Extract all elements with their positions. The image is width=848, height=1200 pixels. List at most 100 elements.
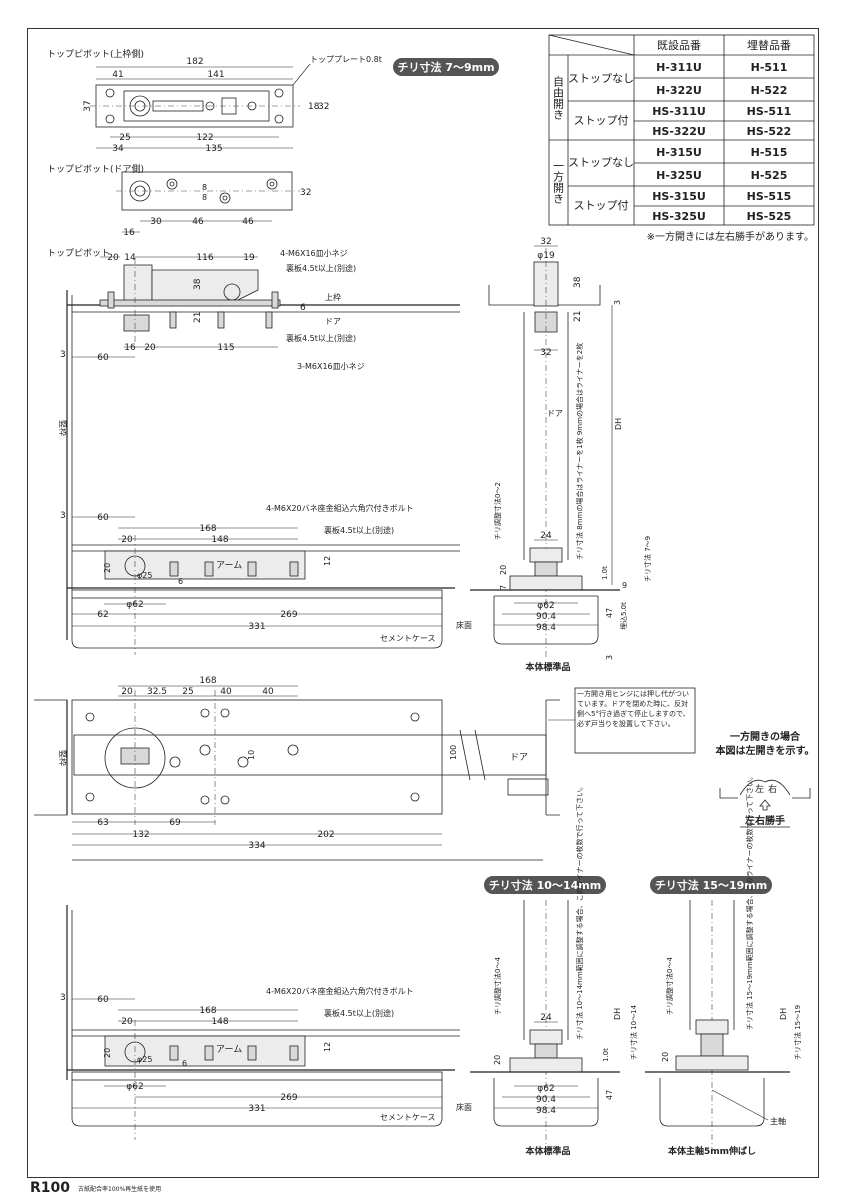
body-standard-caption: 本体標準品 bbox=[525, 661, 570, 673]
svg-text:⁲1.0t: ⁲1.0t bbox=[602, 1048, 610, 1062]
svg-text:⁲100: ⁲100 bbox=[449, 745, 458, 760]
svg-text:セメントケース: セメントケース bbox=[380, 1113, 435, 1122]
svg-text:左: 左 bbox=[755, 783, 764, 795]
table-group-oneway: 一方開き bbox=[552, 160, 565, 204]
svg-text:62: 62 bbox=[97, 610, 108, 620]
svg-text:90.4: 90.4 bbox=[536, 1095, 556, 1105]
svg-text:⁲334: ⁲334 bbox=[248, 841, 265, 851]
backing3-label: 裏板4.5t以上(別途) bbox=[324, 525, 394, 535]
recycle-note: 古紙配合率100%再生紙を使用 bbox=[78, 1185, 161, 1193]
svg-text:98.4: 98.4 bbox=[536, 1106, 556, 1116]
svg-text:⁲132: ⁲132 bbox=[132, 830, 149, 840]
svg-text:16: 16 bbox=[123, 228, 135, 238]
svg-text:チリ寸法 15〜19: チリ寸法 15〜19 bbox=[793, 1005, 802, 1060]
svg-text:135: 135 bbox=[205, 144, 222, 154]
svg-text:20: 20 bbox=[103, 1048, 112, 1058]
svg-text:8: 8 bbox=[202, 193, 207, 202]
svg-text:床面: 床面 bbox=[456, 1102, 472, 1112]
svg-text:φ62: φ62 bbox=[126, 1082, 143, 1092]
svg-text:30: 30 bbox=[150, 217, 162, 227]
svg-text:3: 3 bbox=[605, 655, 614, 660]
jamb-label-plan: 竪枠 bbox=[58, 750, 68, 766]
floor-hinge-section-2: 3 60 168 20 148 20 φ25 12 アーム 6 φ62 269 … bbox=[60, 905, 472, 1140]
top-plate-frame-view: トップピボット(上枠側) ⁲182 41 141 ⁲37 18 32 25 12… bbox=[47, 48, 382, 154]
svg-text:3: 3 bbox=[60, 511, 66, 521]
svg-text:⁲1.0t: ⁲1.0t bbox=[601, 566, 609, 580]
svg-text:148: 148 bbox=[211, 1017, 228, 1027]
svg-text:φ62: φ62 bbox=[537, 1084, 554, 1094]
svg-text:チリ寸法 10〜14mm: チリ寸法 10〜14mm bbox=[489, 878, 601, 892]
svg-text:60: 60 bbox=[97, 353, 109, 363]
svg-text:6: 6 bbox=[178, 577, 183, 586]
svg-text:φ25: φ25 bbox=[137, 571, 152, 580]
side-view-10-14: 24 20 ⁲1.0t φ62 90.4 98.4 47 DH チリ調整寸法0〜… bbox=[470, 783, 638, 1157]
top-plate-door-view: トップピボット(ドア側) 8 8 32 30 46 46 16 bbox=[47, 163, 311, 238]
model-table: 既設品番 埋替品番 自由開き 一方開き ストップなし ストップ付 ストップなし … bbox=[549, 35, 814, 243]
svg-text:269: 269 bbox=[280, 610, 297, 620]
svg-text:34: 34 bbox=[112, 144, 124, 154]
table-cell: HS-311U bbox=[652, 105, 706, 118]
svg-text:チリ寸法 15〜19mm範囲に調整する場合、このライナーの枚: チリ寸法 15〜19mm範囲に調整する場合、このライナーの枚数で行って下さい。 bbox=[745, 773, 754, 1030]
svg-text:21: 21 bbox=[193, 312, 203, 323]
embed-label: 埋込5.0t bbox=[619, 602, 628, 630]
svg-text:46: 46 bbox=[242, 217, 254, 227]
body-extended-caption: 本体主軸5mm伸ばし bbox=[668, 1145, 756, 1157]
svg-text:60: 60 bbox=[97, 995, 109, 1005]
bolt-label: 4-M6X20バネ座金組込六角穴付きボルト bbox=[266, 503, 414, 513]
floor-hinge-section-1: 3 60 168 20 148 20 φ25 12 アーム 6 φ62 62 2… bbox=[60, 503, 472, 655]
svg-text:19: 19 bbox=[243, 253, 255, 263]
liner-note-label: チリ寸法 8mmの場合はライナーを1枚 9mmの場合はライナーを2枚 bbox=[575, 343, 584, 560]
svg-text:一方開きの場合: 一方開きの場合 bbox=[730, 730, 801, 743]
svg-text:21: 21 bbox=[573, 311, 583, 322]
door-label-side: ドア bbox=[547, 409, 563, 418]
svg-text:116: 116 bbox=[196, 253, 213, 263]
svg-text:8: 8 bbox=[202, 183, 207, 192]
svg-text:148: 148 bbox=[211, 535, 228, 545]
main-shaft-label: 主軸 bbox=[770, 1116, 786, 1126]
table-cell: HS-322U bbox=[652, 125, 706, 138]
svg-text:331: 331 bbox=[248, 1104, 265, 1114]
screw4-label: 4-M6X16皿小ネジ bbox=[280, 249, 348, 258]
svg-text:46: 46 bbox=[192, 217, 204, 227]
svg-text:3: 3 bbox=[613, 300, 622, 305]
chiri-adj-label: チリ調整寸法0〜2 bbox=[493, 482, 502, 540]
table-cell: H-525 bbox=[751, 169, 788, 182]
floor-label: 床面 bbox=[456, 620, 472, 630]
side-view-standard: 32 φ19 38 21 32 ドア DH 3 24 20 7 ⁲1.0t 9 … bbox=[470, 237, 652, 673]
svg-text:38: 38 bbox=[193, 278, 203, 290]
table-stop-none-1: ストップなし bbox=[568, 72, 634, 85]
svg-text:20: 20 bbox=[499, 565, 508, 575]
table-cell: H-325U bbox=[656, 169, 702, 182]
svg-text:47: 47 bbox=[605, 608, 614, 618]
svg-text:14: 14 bbox=[124, 253, 136, 263]
svg-text:168: 168 bbox=[199, 1006, 216, 1016]
arm-label: アーム bbox=[216, 560, 242, 571]
table-note: ※一方開きには左右勝手があります。 bbox=[647, 230, 814, 243]
svg-text:チリ寸法 10〜14: チリ寸法 10〜14 bbox=[629, 1004, 638, 1060]
svg-text:⁲182: ⁲182 bbox=[186, 57, 203, 67]
table-cell: H-522 bbox=[751, 84, 788, 97]
table-rows: H-311U H-511 H-322U H-522 HS-311U HS-511… bbox=[652, 61, 791, 223]
svg-text:20: 20 bbox=[107, 253, 119, 263]
table-cell: H-322U bbox=[656, 84, 702, 97]
svg-text:チリ調整寸法0〜4: チリ調整寸法0〜4 bbox=[493, 957, 502, 1015]
svg-text:25: 25 bbox=[182, 687, 193, 697]
cement-case-label: セメントケース bbox=[380, 634, 435, 643]
svg-text:24: 24 bbox=[540, 1013, 552, 1023]
svg-text:本体標準品: 本体標準品 bbox=[525, 1145, 570, 1157]
table-cell: HS-325U bbox=[652, 210, 706, 223]
svg-text:φ62: φ62 bbox=[126, 600, 143, 610]
svg-text:32: 32 bbox=[318, 102, 329, 112]
table-cell: H-511 bbox=[751, 61, 788, 74]
svg-text:φ25: φ25 bbox=[137, 1055, 152, 1064]
svg-text:6: 6 bbox=[300, 303, 306, 313]
svg-text:32: 32 bbox=[300, 188, 311, 198]
backing1-label: 裏板4.5t以上(別途) bbox=[286, 263, 356, 273]
svg-text:3: 3 bbox=[60, 350, 66, 360]
chiri-79-label: チリ寸法 7〜9 bbox=[643, 536, 652, 582]
door-label: ドア bbox=[325, 317, 341, 326]
table-cell: HS-511 bbox=[747, 105, 792, 118]
svg-text:98.4: 98.4 bbox=[536, 623, 556, 633]
svg-text:20: 20 bbox=[103, 563, 112, 573]
